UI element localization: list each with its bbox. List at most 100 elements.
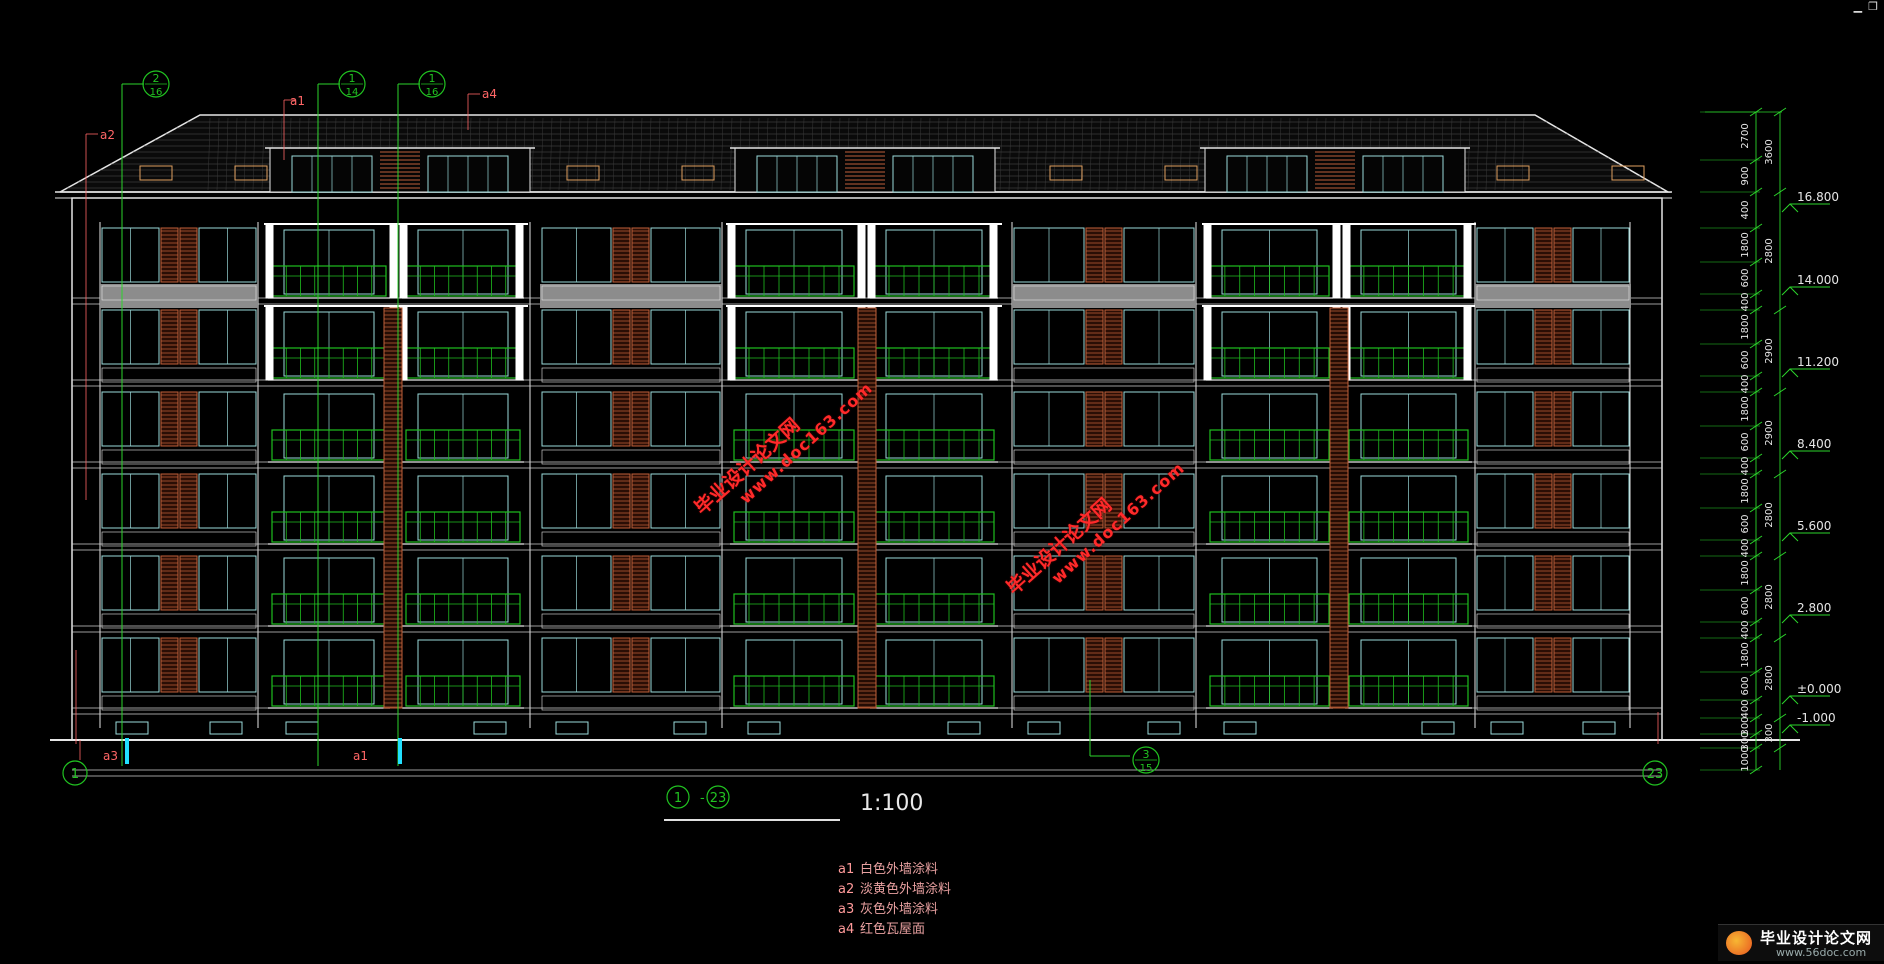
roof-tile-line: [207, 117, 211, 191]
bay-floor: [1206, 393, 1472, 463]
sill: [1013, 613, 1195, 629]
roof-vent: [1049, 165, 1083, 181]
elevation-mark: 8.400: [1781, 437, 1831, 460]
bay-floor: [1476, 309, 1630, 383]
bay-floor: [268, 557, 524, 627]
bubble-number: 23: [1647, 767, 1664, 782]
grid-bubble-1: 1: [62, 760, 88, 786]
roof-vent: [681, 165, 715, 181]
white-column: [1463, 305, 1472, 381]
roof-tile-line: [261, 117, 265, 191]
sill: [1476, 531, 1630, 547]
roof-tile-line: [594, 117, 598, 191]
dimension-chain: 2700900400180060040018006004001800600400…: [1700, 107, 1841, 775]
sill: [541, 367, 721, 383]
dim-text: 600: [1740, 596, 1751, 615]
dim-text: 600: [1740, 432, 1751, 451]
roof-tile-line: [1008, 117, 1012, 191]
grid-bubble-1-16: 116: [418, 70, 446, 98]
roof-tile-line: [549, 117, 553, 191]
roof-tile-line: [630, 117, 634, 191]
bay-floor: [1476, 637, 1630, 711]
bay-floor: [1476, 555, 1630, 629]
white-column: [1203, 223, 1212, 299]
elevation-text: 14.000: [1797, 273, 1839, 287]
roof-tile-line: [666, 117, 670, 191]
dim-tick: [1773, 107, 1787, 117]
dim-text: 1000: [1740, 746, 1751, 771]
basement-vent: [673, 721, 707, 735]
roof-tile-line: [1476, 117, 1480, 191]
bay-floor: [264, 223, 528, 299]
basement-vent: [1027, 721, 1061, 735]
dim-text: 1800: [1740, 642, 1751, 667]
bubble-circle: [706, 785, 730, 809]
restore-icon[interactable]: ❐: [1868, 0, 1878, 13]
grid-bubble-1-14: 114: [338, 70, 366, 98]
bay-floor: [1013, 637, 1195, 711]
roof-tile-line: [621, 117, 625, 191]
basement-vent: [285, 721, 319, 735]
elevation-text: 11.200: [1797, 355, 1839, 369]
white-column: [515, 305, 524, 381]
roof-tile-line: [1053, 117, 1057, 191]
dim-text: 2700: [1740, 123, 1751, 148]
material-tag-a4: a4: [482, 87, 497, 101]
bay-floor: [1476, 473, 1630, 547]
dim-tick: [1773, 713, 1787, 723]
bay-floor: [1013, 473, 1195, 547]
bay-floor: [268, 639, 524, 709]
roof-tile-line: [1026, 117, 1030, 191]
bay-floor: [1012, 227, 1196, 308]
dim-text: 2900: [1764, 420, 1775, 445]
elevation-text: 2.800: [1797, 601, 1831, 615]
roof-tile-line: [999, 117, 1003, 191]
stair-louvers: [1329, 307, 1349, 709]
bay-floor: [1476, 391, 1630, 465]
dim-text: 400: [1740, 200, 1751, 219]
bay-floor: [540, 227, 722, 308]
roof-vent: [234, 165, 268, 181]
dim-text: 2900: [1764, 338, 1775, 363]
level-symbol: [1781, 368, 1799, 378]
dim-text: 300: [1764, 723, 1775, 742]
bubble-number: 2: [153, 72, 160, 85]
elevation-mark: 11.200: [1781, 355, 1839, 378]
roof-tile-line: [576, 117, 580, 191]
white-column: [727, 223, 736, 299]
basement-vent: [555, 721, 589, 735]
dim-tick: [1773, 469, 1787, 479]
roof-tile-line: [711, 117, 715, 191]
bay-floor: [730, 393, 998, 463]
dim-text: 400: [1740, 538, 1751, 557]
material-tag-a2: a2: [100, 128, 115, 142]
dim-text: 900: [1740, 166, 1751, 185]
stair-shutter: [857, 307, 877, 709]
white-column: [399, 223, 408, 299]
level-symbol: [1781, 724, 1799, 734]
bay-floor: [541, 309, 721, 383]
roof-tile-line: [612, 117, 616, 191]
bay-floor: [730, 475, 998, 545]
roof-tile-line: [1170, 117, 1174, 191]
bay-floor: [1206, 639, 1472, 709]
sill: [101, 531, 257, 547]
stair-louvers: [857, 307, 877, 709]
roof-tile-line: [603, 117, 607, 191]
gray-band: [1475, 284, 1631, 308]
bubble-sheet: 15: [1140, 763, 1153, 774]
dim-text: 2800: [1764, 502, 1775, 527]
dim-text: 400: [1740, 292, 1751, 311]
dim-text: 2800: [1764, 665, 1775, 690]
basement-vent: [1421, 721, 1455, 735]
roof-tile-line: [216, 117, 220, 191]
roof-tile-line: [531, 117, 535, 191]
ground-floor: [1490, 721, 1616, 735]
roof-tile-line: [243, 117, 247, 191]
elevation-mark: 2.800: [1781, 601, 1831, 624]
minimize-icon[interactable]: ▁: [1853, 0, 1863, 13]
roof-vent: [1496, 165, 1530, 181]
